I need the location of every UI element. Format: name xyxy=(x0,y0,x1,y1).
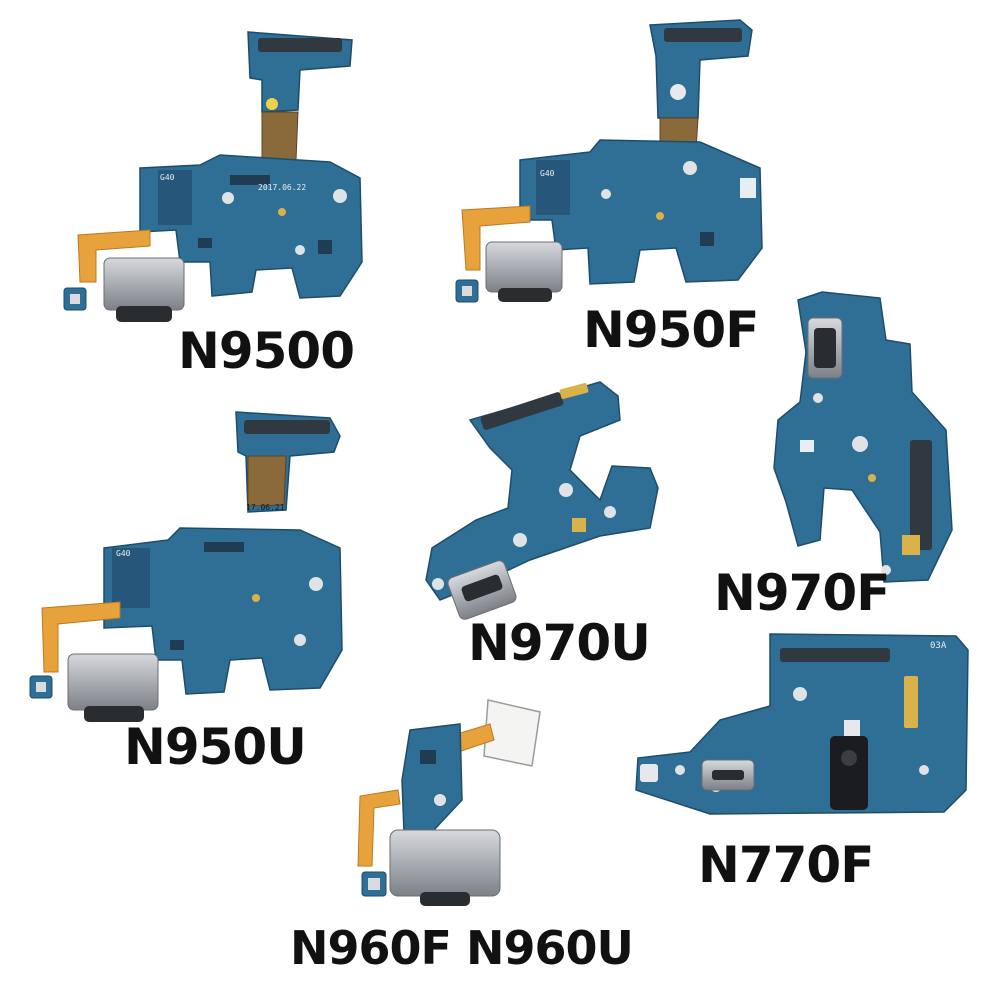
model-label-n950u: N950U xyxy=(124,718,307,776)
n970u-board xyxy=(425,381,659,620)
model-label-n9500: N9500 xyxy=(178,322,355,380)
n9500-board xyxy=(63,31,363,322)
model-label-n950f: N950F xyxy=(583,301,759,359)
model-label-n770f: N770F xyxy=(698,836,874,894)
n950f-board xyxy=(455,19,763,303)
model-label-n970u: N970U xyxy=(468,614,651,672)
model-label-n970f: N970F xyxy=(714,564,890,622)
n970f-board xyxy=(773,291,953,583)
n770f-board xyxy=(635,633,969,815)
n950u-board xyxy=(29,411,343,722)
model-label-n960: N960F N960U xyxy=(290,921,634,975)
n960-board xyxy=(357,699,541,906)
